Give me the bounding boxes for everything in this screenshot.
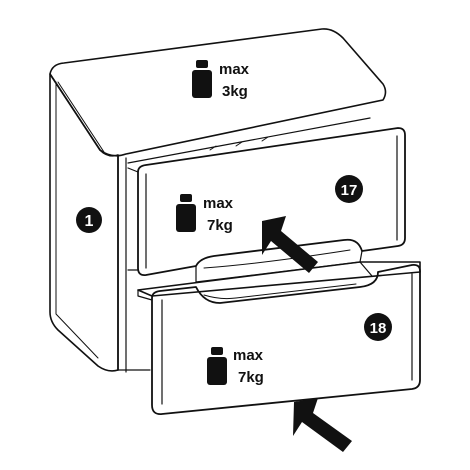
upper-drawer-load-value: 7kg bbox=[207, 217, 233, 234]
callout-cabinet: 1 bbox=[76, 207, 102, 233]
lower-drawer bbox=[137, 261, 421, 415]
upper-drawer-load-max: max bbox=[203, 195, 234, 212]
svg-text:1: 1 bbox=[85, 213, 94, 230]
weight-icon bbox=[192, 60, 212, 98]
arrow-icon bbox=[293, 398, 352, 452]
arrow-icon bbox=[262, 216, 318, 273]
svg-text:18: 18 bbox=[370, 320, 387, 337]
cabinet-body bbox=[49, 28, 387, 373]
weight-icon bbox=[207, 347, 227, 385]
svg-text:17: 17 bbox=[341, 182, 358, 199]
top-load-max: max bbox=[219, 61, 250, 78]
callout-lower-drawer: 18 bbox=[364, 313, 392, 341]
callout-upper-drawer: 17 bbox=[335, 175, 363, 203]
lower-drawer-load-max: max bbox=[233, 347, 264, 364]
weight-icon bbox=[176, 194, 196, 232]
top-load-value: 3kg bbox=[222, 83, 248, 100]
lower-drawer-load-value: 7kg bbox=[238, 369, 264, 386]
upper-drawer bbox=[127, 127, 406, 283]
